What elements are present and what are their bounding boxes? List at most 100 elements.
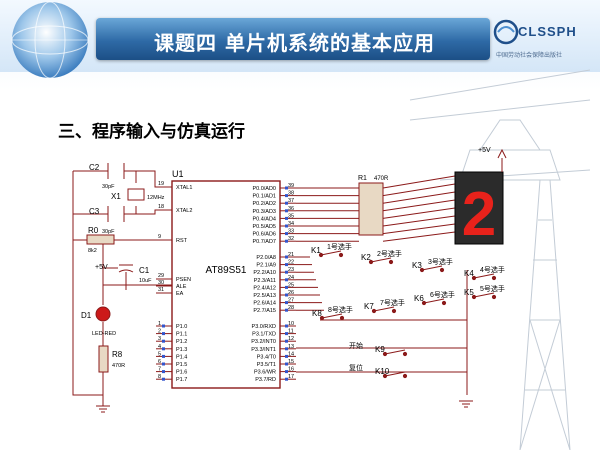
pin-name: P3.2/INT0 [251,339,276,345]
pin-name: P0.3/AD3 [252,209,276,215]
title-bar [96,18,490,60]
r1-value: 470R [374,176,389,182]
pin-number: 1 [158,321,161,327]
vcc-label-1: +5V [95,264,108,271]
pin-number: 9 [158,234,161,240]
pin-name: XTAL1 [176,185,192,191]
pin-number: 34 [288,221,294,227]
capacitor-c3 [107,206,125,222]
switch-k8[interactable]: K8 8号选手 [312,305,353,321]
pin-number: 10 [288,321,294,327]
pin-name: P2.6/A14 [253,301,276,307]
pin-name: P0.7/AD7 [252,239,276,245]
capacitor-c1 [118,264,134,290]
resistor-r8 [98,345,109,373]
pin-number: 21 [288,252,294,258]
mcu-port2-pins: 21P2.0/A822P2.1/A923P2.2/A1024P2.3/A1125… [253,252,296,314]
globe-icon [11,1,89,79]
pin-name: P2.1/A9 [256,263,276,269]
slide-title: 课题四 单片机系统的基本应用 [154,31,435,55]
switch-ref: K7 [364,302,374,311]
mcu-port3-pins: 10P3.0/RXD11P3.1/TXD12P3.2/INT013P3.3/IN… [251,321,296,383]
pin-number: 5 [158,351,161,357]
pin-number: 6 [158,359,161,365]
pin-name: P3.3/INT1 [251,347,276,353]
switch-ref: K10 [375,367,390,376]
pin-number: 11 [288,329,294,335]
pin-number: 3 [158,336,161,342]
pin-number: 38 [288,191,294,197]
pin-number: 13 [288,344,294,350]
x1-ref: X1 [111,192,121,201]
c2-value: 30pF [102,184,115,190]
pin-name: P1.0 [176,324,187,330]
pin-number: 28 [288,305,294,311]
capacitor-c2 [107,163,125,179]
pin-name: P1.7 [176,377,187,383]
header-band: 课题四 单片机系统的基本应用 CLSSPH 中国劳动社会保障出版社 [0,0,600,79]
r0-value: 8k2 [88,248,97,254]
pin-name: P3.5/T1 [257,362,276,368]
pin-number: 26 [288,290,294,296]
pin-name: P1.2 [176,339,187,345]
pin-name: P3.0/RXD [252,324,276,330]
pin-number: 16 [288,367,294,373]
mcu-body [171,180,281,389]
r1-ref: R1 [358,175,367,182]
pin-number: 31 [158,287,164,293]
pin-number: 30 [158,280,164,286]
pin-name: P2.7/A15 [253,308,276,314]
switch-label: 6号选手 [430,290,455,299]
switch-ref: K5 [464,288,474,297]
d1-ref: D1 [81,311,92,320]
switch-label: 8号选手 [328,305,353,314]
pin-number: 14 [288,351,294,357]
logo-icon [493,19,519,45]
resistor-r0 [86,234,115,245]
pin-number: 33 [288,229,294,235]
pin-number: 24 [288,275,294,281]
switch-ref: K9 [375,345,385,354]
switch-k6[interactable]: K6 6号选手 [414,290,455,306]
pin-number: 8 [158,374,161,380]
pin-name: RST [176,238,188,244]
pin-number: 35 [288,213,294,219]
pin-number: 2 [158,329,161,335]
pin-number: 12 [288,336,294,342]
switch-k5[interactable]: K5 5号选手 [464,284,505,300]
pin-name: P0.4/AD4 [252,216,276,222]
pin-name: EA [176,291,184,297]
pin-name: P1.6 [176,370,187,376]
pin-name: P2.0/A8 [256,255,276,261]
c1-ref: C1 [139,266,150,275]
r8-value: 470R [112,363,125,369]
switch-ref: K1 [311,246,321,255]
pin-name: P3.6/WR [254,370,276,376]
pin-name: P3.7/RD [255,377,276,383]
switch-ref: K4 [464,269,474,278]
mcu-ref: U1 [172,169,184,179]
switch-ref: K2 [361,253,371,262]
pin-name: P2.3/A11 [254,278,276,284]
switch-ref: K6 [414,294,424,303]
switch-label: 开始 [349,341,363,350]
mcu-part: AT89S51 [206,265,247,276]
switch-ref: K8 [312,309,322,318]
pin-number: 19 [158,181,164,187]
c2-ref: C2 [89,163,100,172]
pin-name: P1.1 [176,332,187,338]
switch-label: 5号选手 [480,284,505,293]
pin-number: 15 [288,359,294,365]
pin-name: P3.4/T0 [257,354,276,360]
switch-k9[interactable]: K9 开始 [349,341,408,357]
display-digit: 2 [462,180,496,249]
pin-name: PSEN [176,277,191,283]
